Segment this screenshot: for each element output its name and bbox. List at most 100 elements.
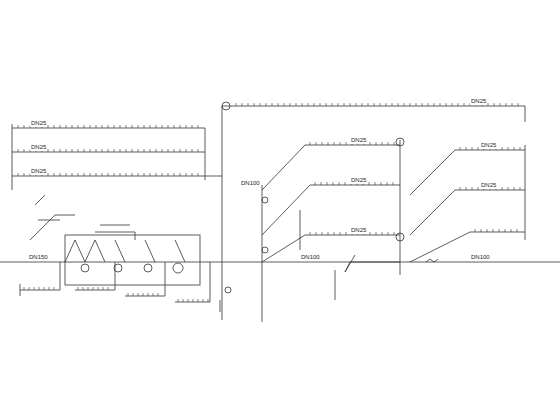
sprinkler-head: [174, 173, 175, 176]
sprinkler-head: [500, 103, 501, 106]
sprinkler-head: [183, 299, 184, 302]
sprinkler-head: [310, 142, 311, 145]
sprinkler-head: [24, 173, 25, 176]
sprinkler-head: [24, 125, 25, 128]
pipe-size: DN25: [350, 137, 367, 144]
sprinkler-head: [340, 232, 341, 235]
sprinkler-head: [203, 299, 204, 302]
sprinkler-head: [511, 229, 512, 232]
sprinkler-head: [143, 293, 144, 296]
sprinkler-head: [356, 103, 357, 106]
sprinkler-head: [192, 173, 193, 176]
sprinkler-head: [478, 187, 479, 190]
sprinkler-head: [346, 232, 347, 235]
sprinkler-head: [186, 149, 187, 152]
sprinkler-head: [144, 173, 145, 176]
sprinkler-head: [133, 293, 134, 296]
sprinkler-head: [502, 187, 503, 190]
sprinkler-head: [84, 149, 85, 152]
sprinkler-head: [108, 149, 109, 152]
sprinkler-head: [368, 103, 369, 106]
sprinkler-head: [316, 232, 317, 235]
end-symbol: [222, 102, 230, 110]
sprinkler-head: [126, 149, 127, 152]
sprinkler-head: [369, 182, 370, 185]
sprinkler-head: [132, 125, 133, 128]
valve-symbol: [173, 263, 183, 273]
sprinkler-head: [514, 187, 515, 190]
sprinkler-head: [162, 125, 163, 128]
sprinkler-head: [78, 287, 79, 290]
sprinkler-head: [428, 103, 429, 106]
sprinkler-head: [472, 147, 473, 150]
sprinkler-head: [150, 173, 151, 176]
sprinkler-head: [156, 173, 157, 176]
sprinkler-head: [90, 173, 91, 176]
sprinkler-head: [508, 147, 509, 150]
sprinkler-head: [321, 182, 322, 185]
branch-pipe: [262, 140, 400, 322]
sprinkler-head: [153, 293, 154, 296]
sprinkler-head: [508, 187, 509, 190]
sprinkler-head: [278, 103, 279, 106]
sprinkler-head: [266, 103, 267, 106]
sprinkler-head: [138, 125, 139, 128]
sprinkler-head: [487, 229, 488, 232]
sprinkler-head: [138, 173, 139, 176]
sprinkler-head: [98, 287, 99, 290]
sprinkler-head: [96, 173, 97, 176]
sprinkler-head: [422, 103, 423, 106]
sprinkler-head: [90, 125, 91, 128]
pipe-size: DN25: [480, 142, 497, 149]
sprinkler-head: [66, 173, 67, 176]
pipe-size: DN25: [30, 120, 47, 127]
sprinkler-head: [481, 229, 482, 232]
sprinkler-head: [236, 103, 237, 106]
sprinkler-head: [34, 287, 35, 290]
pipe-size: DN25: [30, 144, 47, 151]
sprinkler-head: [174, 125, 175, 128]
sprinkler-head: [18, 173, 19, 176]
sprinkler-head: [392, 103, 393, 106]
sprinkler-head: [314, 103, 315, 106]
sprinkler-head: [328, 232, 329, 235]
sprinkler-head: [114, 149, 115, 152]
sprinkler-head: [242, 103, 243, 106]
sprinkler-head: [339, 182, 340, 185]
valve-symbol: [81, 264, 89, 272]
sprinkler-head: [120, 173, 121, 176]
sprinkler-head: [494, 103, 495, 106]
sprinkler-head: [460, 147, 461, 150]
sprinkler-head: [108, 287, 109, 290]
sprinkler-head: [344, 103, 345, 106]
sprinkler-head: [148, 293, 149, 296]
sprinkler-head: [387, 182, 388, 185]
sprinkler-head: [340, 142, 341, 145]
sprinkler-head: [18, 149, 19, 152]
sprinkler-head: [478, 147, 479, 150]
sprinkler-head: [248, 103, 249, 106]
sprinkler-head: [162, 149, 163, 152]
sprinkler-head: [517, 229, 518, 232]
sprinkler-head: [370, 232, 371, 235]
sprinkler-head: [362, 103, 363, 106]
sprinkler-head: [102, 173, 103, 176]
pipe-size: DN100: [470, 254, 491, 261]
sprinkler-head: [328, 142, 329, 145]
sprinkler-head: [416, 103, 417, 106]
sprinkler-head: [168, 173, 169, 176]
sprinkler-head: [198, 173, 199, 176]
sprinkler-head: [88, 287, 89, 290]
sprinkler-head: [180, 125, 181, 128]
sprinkler-head: [96, 149, 97, 152]
sprinkler-head: [505, 229, 506, 232]
sprinkler-head: [48, 173, 49, 176]
sprinkler-head: [346, 142, 347, 145]
sprinkler-head: [380, 103, 381, 106]
sprinkler-head: [120, 149, 121, 152]
sprinkler-head: [499, 229, 500, 232]
sprinkler-head: [114, 173, 115, 176]
sprinkler-head: [150, 149, 151, 152]
branch-pipe: [345, 145, 525, 272]
